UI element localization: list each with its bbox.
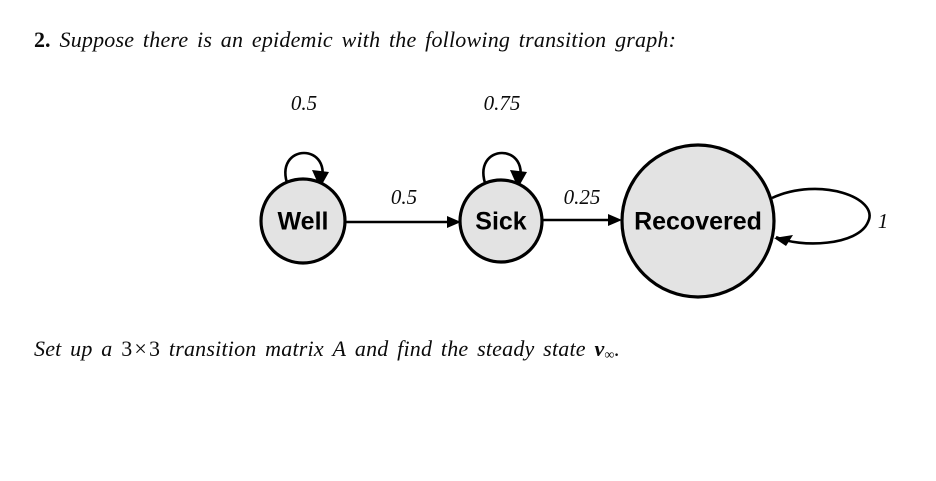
times-symbol: × bbox=[134, 336, 147, 361]
well-to-sick-arrowhead bbox=[447, 216, 461, 228]
edge-sick-to-sick: 0.75 bbox=[482, 91, 527, 188]
steady-state-vector-symbol: v bbox=[594, 336, 605, 361]
node-recovered-circle bbox=[620, 143, 776, 299]
edge-label-sick-self: 0.75 bbox=[484, 91, 521, 115]
sick-to-recovered-arrowhead bbox=[608, 214, 622, 226]
well-self-loop-arrowhead bbox=[312, 170, 329, 188]
task-prefix: Set up a bbox=[34, 336, 113, 361]
node-well: Well bbox=[259, 177, 347, 265]
node-sick: Sick bbox=[458, 178, 544, 264]
task-line: Set up a 3×3 transition matrix A and fin… bbox=[34, 336, 620, 364]
recovered-self-loop-path bbox=[771, 187, 871, 245]
question-line: 2. Suppose there is an epidemic with the … bbox=[34, 27, 676, 53]
sick-self-loop-arrowhead bbox=[510, 170, 527, 188]
edge-well-to-sick: 0.5 bbox=[345, 185, 461, 228]
transition-graph-figure: 0.5 0.75 1 Well Sick Recovered bbox=[0, 80, 936, 320]
edge-label-recovered-self: 1 bbox=[878, 209, 889, 233]
node-sick-label: Sick bbox=[475, 208, 527, 236]
question-number: 2. bbox=[34, 27, 51, 52]
edge-label-well-self: 0.5 bbox=[291, 91, 317, 115]
task-connector: and find the steady state bbox=[354, 336, 586, 361]
matrix-rows: 3 bbox=[121, 336, 133, 361]
node-well-label: Well bbox=[278, 208, 329, 236]
node-well-circle bbox=[259, 177, 347, 265]
edge-well-to-well: 0.5 bbox=[284, 91, 329, 188]
edge-recovered-to-recovered: 1 bbox=[771, 187, 889, 246]
node-recovered: Recovered bbox=[620, 143, 776, 299]
edge-label-well-to-sick: 0.5 bbox=[391, 185, 417, 209]
infinity-subscript: ∞ bbox=[604, 348, 615, 363]
matrix-cols: 3 bbox=[149, 336, 161, 361]
edge-sick-to-recovered: 0.25 bbox=[540, 185, 622, 226]
question-text: Suppose there is an epidemic with the fo… bbox=[59, 27, 677, 52]
task-middle: transition matrix bbox=[168, 336, 324, 361]
recovered-self-loop-arrowhead bbox=[774, 235, 793, 246]
node-recovered-label: Recovered bbox=[634, 208, 762, 236]
edge-label-sick-to-recovered: 0.25 bbox=[564, 185, 601, 209]
matrix-symbol: A bbox=[332, 336, 347, 361]
task-period: . bbox=[614, 336, 621, 361]
